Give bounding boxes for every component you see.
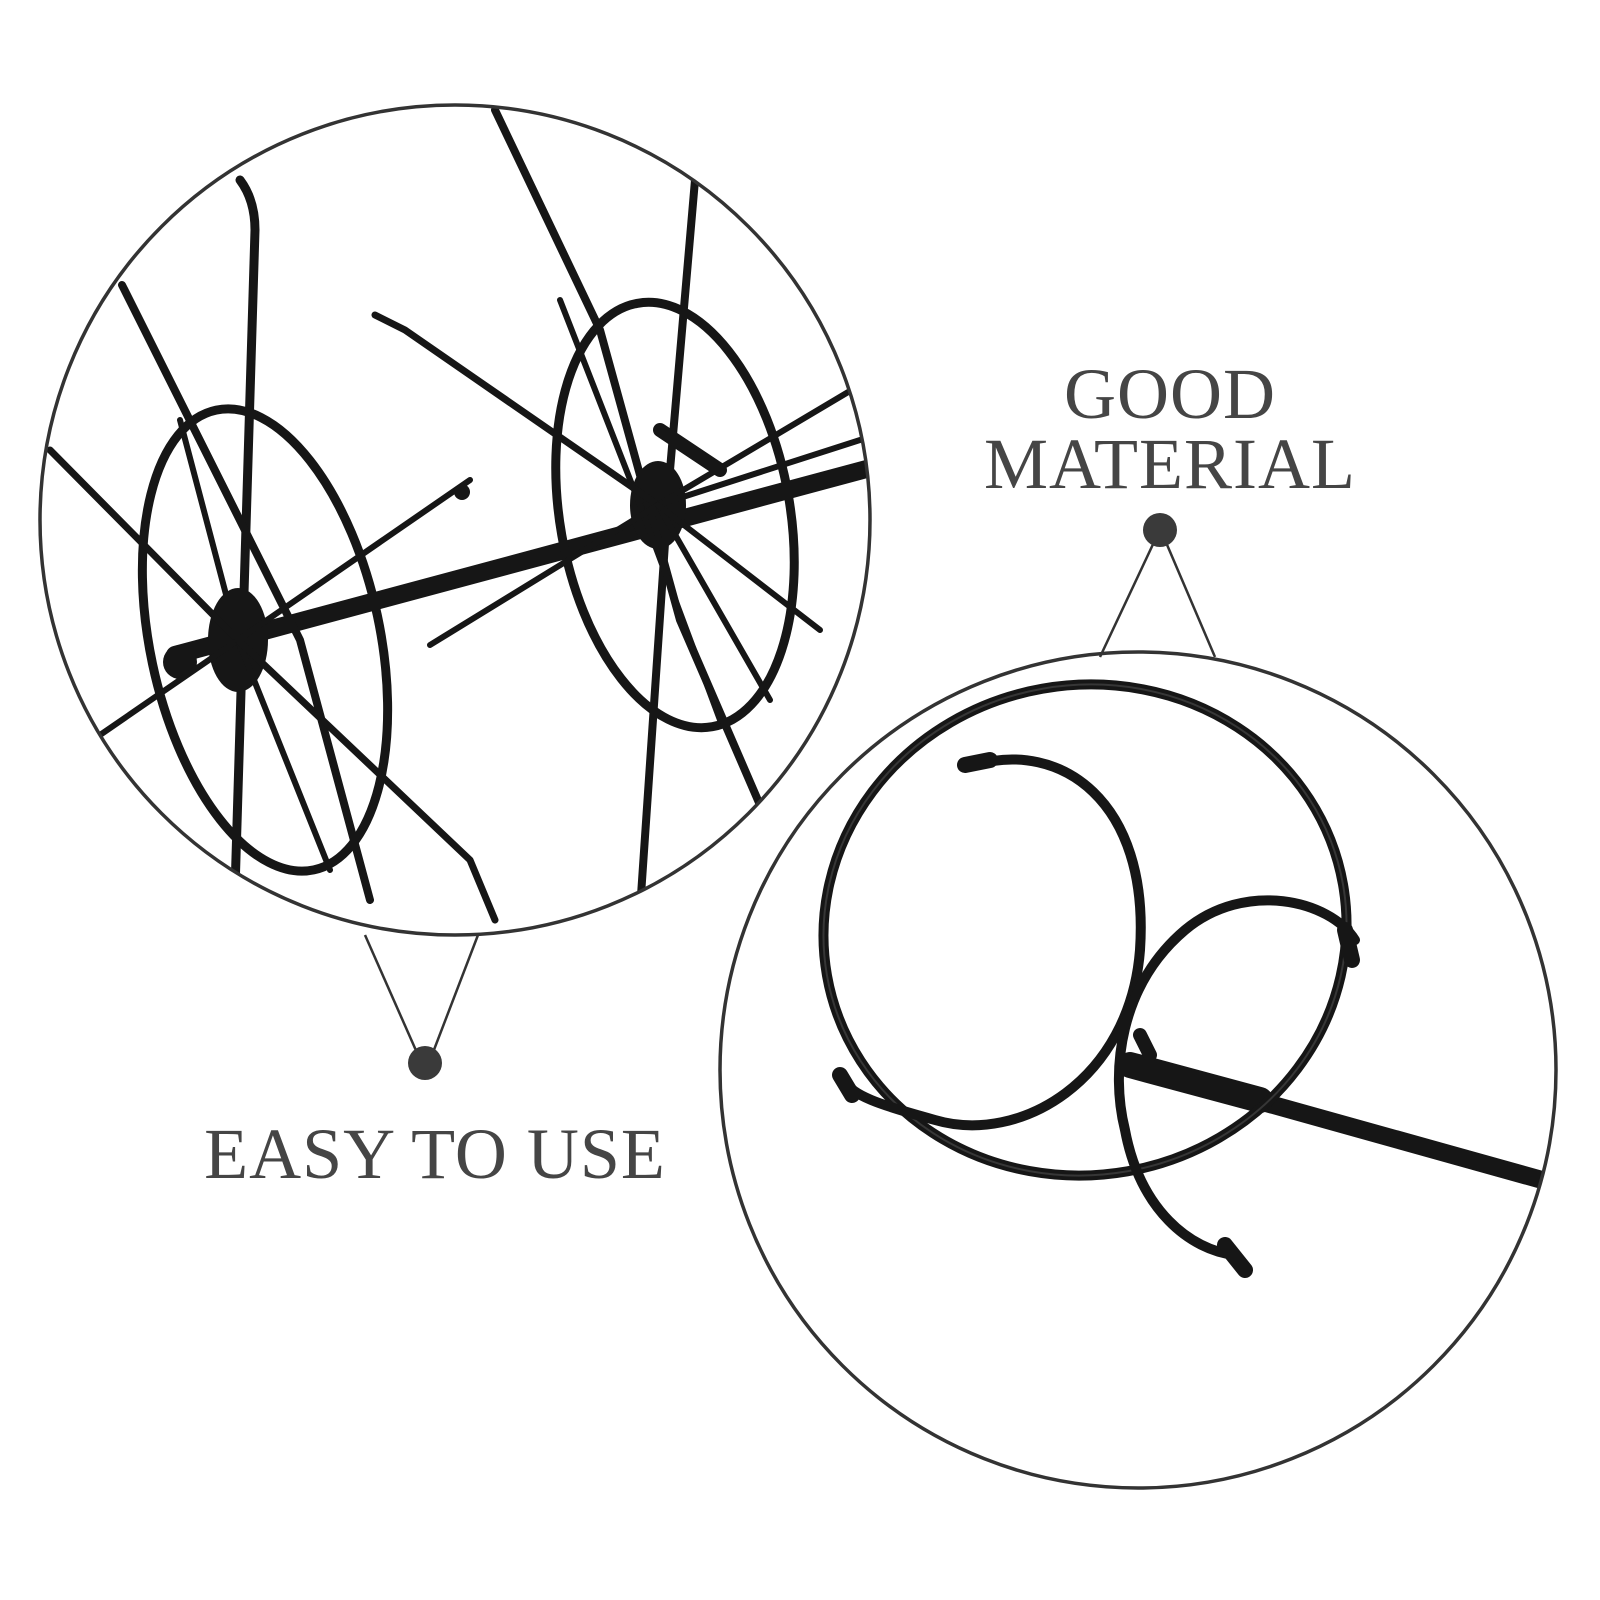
right-closeup-photo: [818, 679, 1556, 1278]
easy-to-use-caption: EASY TO USE: [204, 1114, 666, 1194]
good-caption: GOOD: [1064, 354, 1276, 434]
right-closeup-frame: [718, 650, 1558, 1490]
right-callout-pointer: [1098, 539, 1217, 658]
left-closeup-frame: [38, 103, 872, 937]
left-closeup-photo: [46, 106, 870, 924]
right-callout-dot: [1143, 513, 1177, 547]
material-caption: MATERIAL: [984, 424, 1356, 504]
left-callout-pointer: [363, 934, 480, 1056]
left-callout-dot: [408, 1046, 442, 1080]
